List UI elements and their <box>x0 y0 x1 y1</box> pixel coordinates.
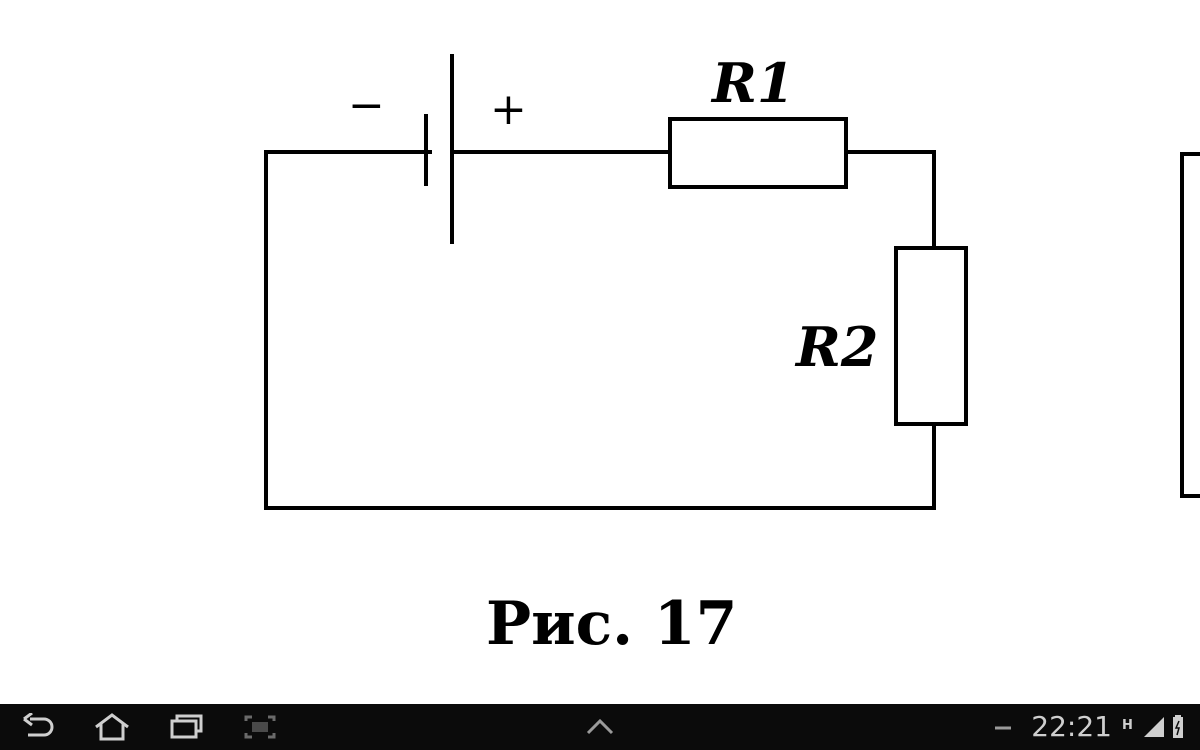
battery-indicator <box>1172 714 1184 740</box>
minimize-icon <box>995 726 1011 730</box>
screenshot-icon <box>244 715 276 739</box>
resistor-r2 <box>894 246 968 426</box>
back-icon <box>23 713 54 737</box>
status-clock: 22:21 <box>1031 710 1112 743</box>
recent-apps-button[interactable] <box>166 710 206 744</box>
network-type-label: H <box>1122 718 1133 733</box>
figure-caption: Рис. 17 <box>486 589 737 659</box>
signal-icon <box>1144 717 1164 737</box>
battery-plus-sign: + <box>490 84 527 135</box>
wire-r1-to-r2 <box>844 150 936 250</box>
home-button[interactable] <box>92 710 132 744</box>
next-figure-edge <box>1180 152 1200 498</box>
wire-left-top-bottom <box>264 150 936 510</box>
resistor-r2-label: R2 <box>794 315 878 379</box>
show-panel-button[interactable] <box>580 710 620 744</box>
document-viewport[interactable]: − + R1 R2 Рис. 17 <box>0 0 1200 704</box>
battery-minus-sign: − <box>348 80 385 131</box>
minimize-indicator[interactable] <box>992 714 1014 740</box>
circuit-diagram: − + R1 R2 Рис. 17 <box>264 51 1200 659</box>
home-icon <box>95 713 129 741</box>
signal-indicator <box>1142 714 1166 740</box>
system-navigation-bar: 22:21 H <box>0 704 1200 750</box>
resistor-r1-label: R1 <box>710 51 794 115</box>
network-type-indicator: H <box>1122 713 1133 739</box>
resistor-r1 <box>668 117 848 189</box>
chevron-up-icon <box>586 718 614 735</box>
back-button[interactable] <box>18 710 58 744</box>
battery-icon <box>1173 715 1183 738</box>
recent-apps-icon <box>170 714 203 739</box>
screenshot-button[interactable] <box>240 710 280 744</box>
